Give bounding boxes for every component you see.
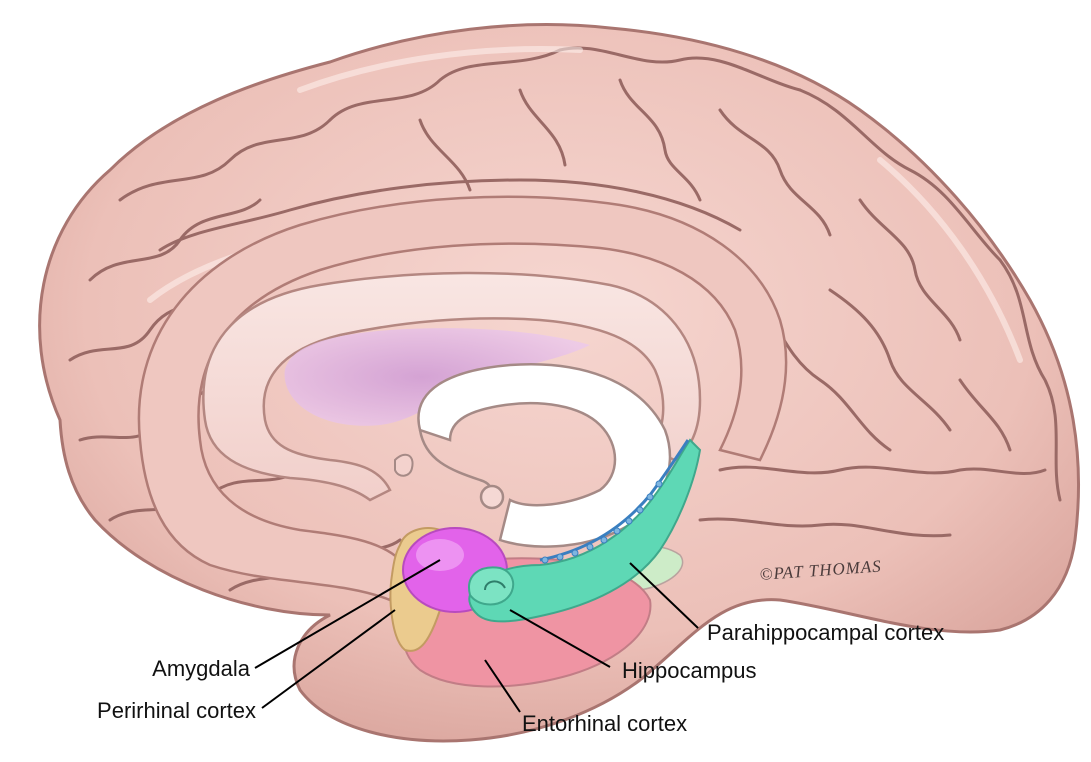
fimbria-beads xyxy=(541,480,663,564)
leader-hippocampus xyxy=(509,609,611,668)
hippocampus-region xyxy=(468,438,702,623)
leader-amygdala xyxy=(254,559,441,669)
leader-entorhinal xyxy=(484,659,521,713)
leader-perirhinal xyxy=(261,609,396,709)
central-opening xyxy=(417,363,672,548)
anterior-notch xyxy=(394,453,414,477)
leader-parahippocampal xyxy=(629,562,699,629)
label-entorhinal-cortex: Entorhinal cortex xyxy=(522,711,687,736)
mammillary-body xyxy=(479,484,505,510)
amygdala-highlight xyxy=(416,539,464,571)
leader-lines xyxy=(254,559,699,713)
corpus-callosum xyxy=(202,271,702,502)
hippocampal-head-curl xyxy=(484,580,506,591)
label-hippocampus: Hippocampus xyxy=(622,658,757,683)
label-parahippocampal-cortex: Parahippocampal cortex xyxy=(707,620,944,645)
hippocampal-head xyxy=(468,566,515,606)
label-amygdala: Amygdala xyxy=(152,656,251,681)
lateral-ventricle xyxy=(284,328,590,426)
fimbria xyxy=(539,439,690,562)
label-perirhinal-cortex: Perirhinal cortex xyxy=(97,698,256,723)
